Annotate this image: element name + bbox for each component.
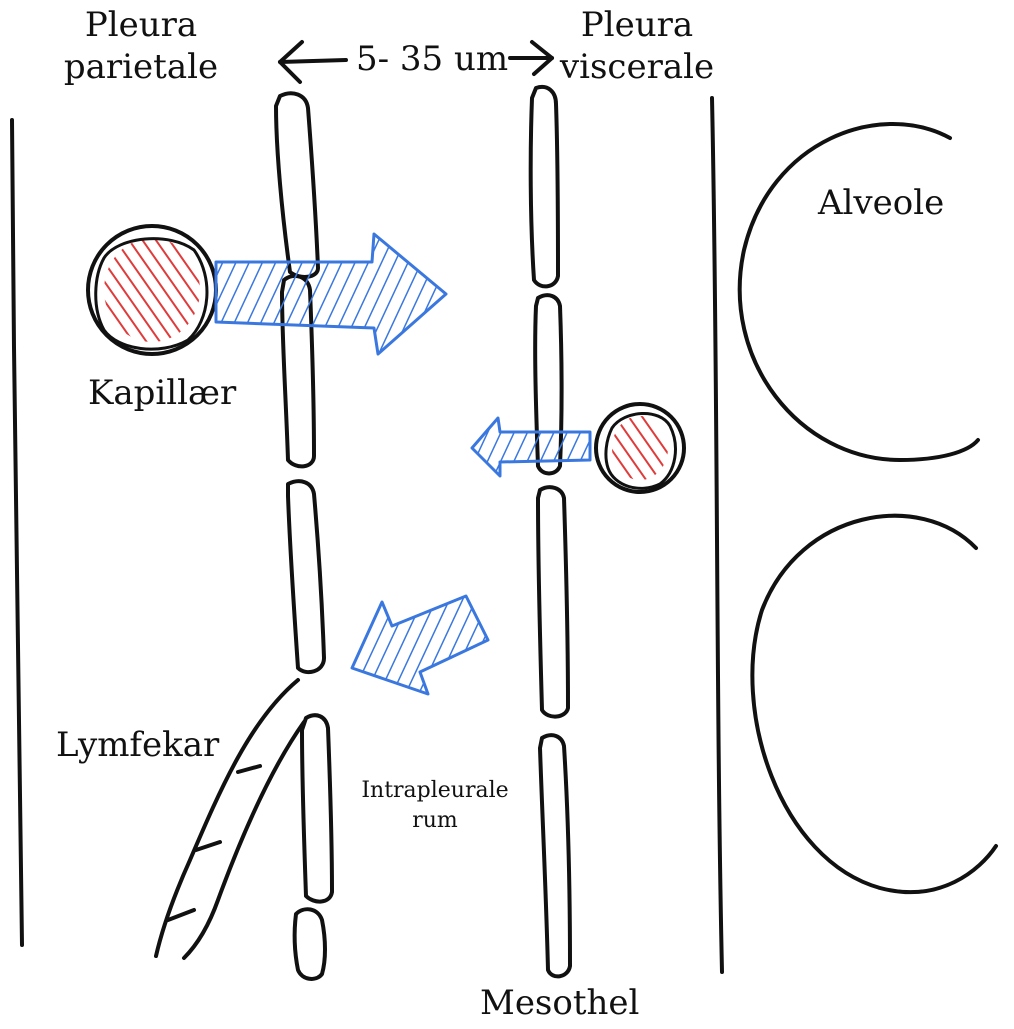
parietal-cell-4 bbox=[300, 713, 334, 904]
label-pleura-viscerale-line-2: viscerale bbox=[559, 47, 715, 87]
distance-arrow-left-shaft bbox=[278, 58, 348, 64]
visceral-cell-1 bbox=[528, 85, 560, 289]
alveoli bbox=[737, 122, 998, 895]
alveole-lower bbox=[750, 513, 998, 895]
label-pleura-viscerale-line-1: Pleura bbox=[580, 5, 694, 45]
parietal-capillary-inner-wall bbox=[94, 237, 209, 351]
parietal-capillary-lumen bbox=[104, 238, 200, 342]
visceral-cell-2 bbox=[533, 293, 564, 476]
label-distance: 5- 35 um bbox=[356, 39, 509, 79]
flow-arrows bbox=[214, 232, 592, 696]
parietal-cell-5 bbox=[292, 907, 327, 981]
lymph-drainage-arrow bbox=[350, 594, 490, 696]
label-intrapleurale-rum-line-1: Intrapleurale bbox=[361, 778, 509, 803]
lymph-vessel bbox=[154, 678, 306, 960]
label-alveole: Alveole bbox=[818, 183, 945, 223]
chest-wall-line bbox=[10, 118, 24, 947]
parietal-cell-3 bbox=[286, 479, 326, 675]
label-pleura-viscerale: Pleura viscerale bbox=[552, 8, 722, 84]
parietal-mesothel-cells bbox=[274, 91, 334, 981]
lymph-vessel-valve-1 bbox=[236, 764, 262, 774]
visceral-cell-3 bbox=[536, 485, 570, 719]
lymph-vessel-valve-2 bbox=[194, 840, 222, 852]
visceral-capillary bbox=[594, 402, 686, 494]
lymph-vessel-inner-wall bbox=[182, 720, 306, 960]
label-mesothel: Mesothel bbox=[480, 983, 640, 1023]
visceral-capillary-lumen bbox=[612, 416, 668, 480]
label-pleura-parietale-line-1: Pleura bbox=[84, 5, 198, 45]
label-kapillaer: Kapillær bbox=[88, 373, 237, 413]
visceral-cell-4 bbox=[538, 733, 572, 979]
label-lymfekar: Lymfekar bbox=[56, 725, 220, 765]
lung-boundary-line bbox=[710, 96, 724, 974]
distance-arrow-right-head bbox=[530, 40, 554, 76]
label-intrapleurale-rum-line-2: rum bbox=[412, 808, 458, 833]
visceral-mesothel-cells bbox=[528, 85, 572, 979]
visceral-capillary-inner-wall bbox=[604, 412, 677, 490]
label-pleura-parietale-line-2: parietale bbox=[63, 47, 219, 87]
parietal-cell-1 bbox=[274, 91, 320, 279]
filtration-arrow-parietal bbox=[214, 232, 448, 356]
visceral-capillary-outer-wall bbox=[594, 402, 686, 494]
lymph-vessel-valve-3 bbox=[166, 908, 196, 922]
absorption-arrow-visceral bbox=[470, 416, 592, 478]
label-pleura-parietale: Pleura parietale bbox=[56, 8, 226, 84]
parietal-capillary bbox=[86, 224, 218, 356]
lymph-vessel-outer-wall bbox=[154, 678, 300, 958]
alveole-upper bbox=[737, 122, 980, 463]
label-intrapleurale-rum: Intrapleurale rum bbox=[350, 780, 520, 832]
distance-arrow bbox=[278, 40, 554, 84]
